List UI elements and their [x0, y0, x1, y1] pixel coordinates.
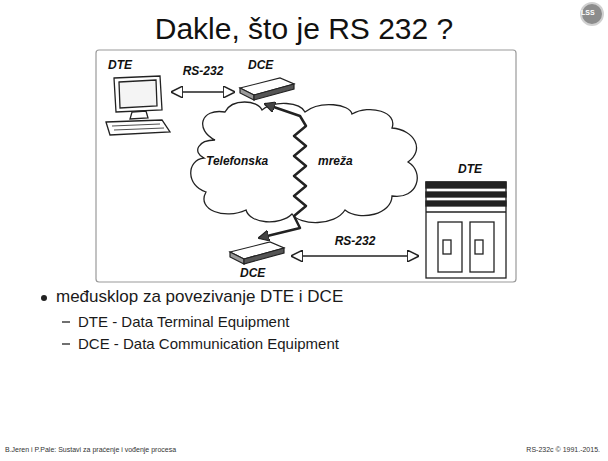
node-label: DTE: [108, 58, 132, 72]
bullet-dot: [41, 295, 47, 301]
connector: [259, 104, 306, 238]
modem-icon: [240, 78, 294, 100]
node-label: Telefonska: [206, 154, 268, 168]
connector: [172, 91, 234, 93]
node-label: DCE: [240, 266, 265, 280]
computer-icon: [106, 76, 170, 135]
logo-text: LSS: [581, 9, 595, 17]
slide-title: Dakle, što je RS 232 ?: [0, 12, 608, 46]
bullet-text: međusklop za povezivanje DTE i DCE: [56, 287, 343, 307]
diagram-node: DTE: [100, 56, 172, 138]
modem-icon: [230, 242, 284, 264]
bullet-dash: [62, 343, 70, 344]
node-label: DTE: [458, 162, 482, 176]
footer-text: B.Jeren i P.Pale: Sustavi za praćenje i …: [5, 446, 176, 454]
footer-text: RS-232c © 1991.-2015.: [526, 446, 600, 454]
bullet-dash: [62, 321, 70, 322]
diagram-frame: [96, 50, 516, 282]
node-label: mreža: [318, 154, 353, 168]
diagram-node: Telefonska mreža: [190, 106, 425, 226]
diagram-node: DCE: [234, 56, 296, 104]
diagram-node: DCE: [226, 238, 292, 282]
node-label: DCE: [248, 58, 273, 72]
sub-bullet-text: DCE - Data Communication Equipment: [78, 335, 339, 353]
interface-label: RS-232: [181, 64, 226, 78]
diagram-node: DTE: [418, 160, 510, 280]
interface-label: RS-232: [333, 234, 378, 248]
connector: [292, 255, 418, 257]
logo-circle: [581, 3, 603, 25]
sub-bullet-text: DTE - Data Terminal Equipment: [78, 313, 289, 331]
cabinet-icon: [426, 182, 506, 278]
